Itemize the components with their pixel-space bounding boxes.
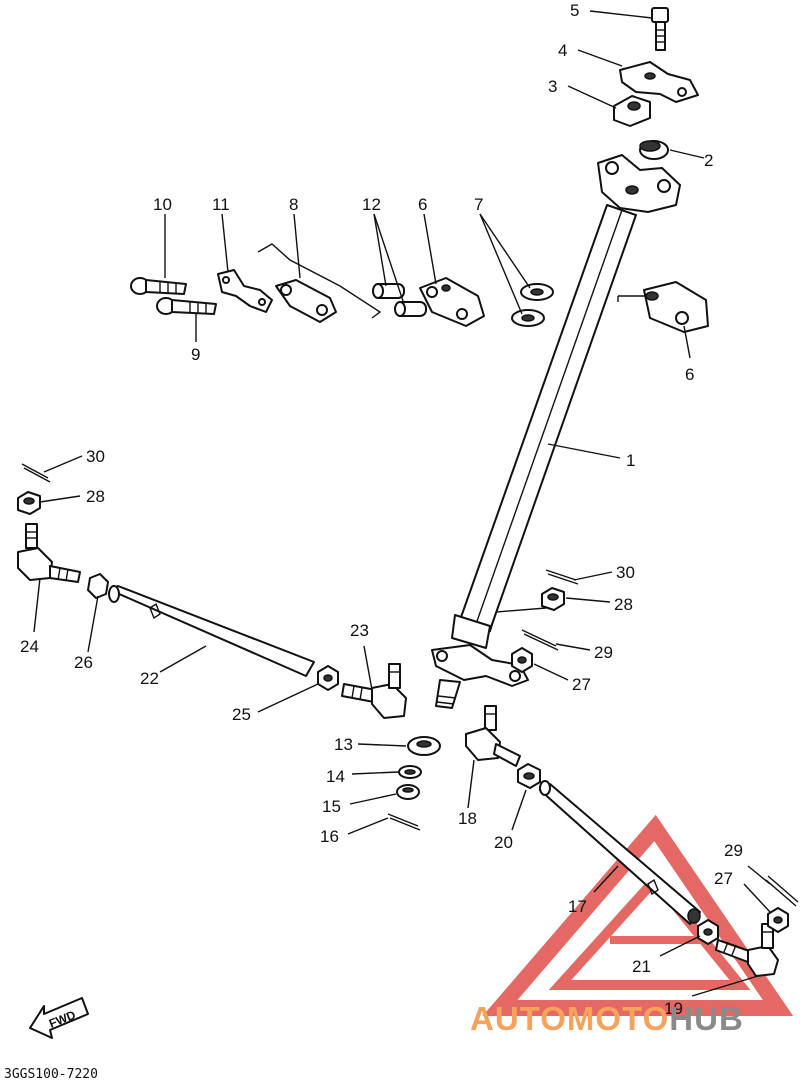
callout-10: 10 <box>153 195 172 214</box>
nut-28-left <box>17 491 41 515</box>
nut-28-right <box>541 587 565 611</box>
callout-3: 3 <box>548 77 557 96</box>
nut-27-center <box>511 647 533 673</box>
fwd-arrow-icon: FWD <box>29 997 89 1039</box>
watermark-part2: HUB <box>669 1000 744 1037</box>
bolt-9 <box>156 297 217 315</box>
holder-6-left <box>419 277 485 327</box>
tie-rod-17 <box>539 780 701 925</box>
cotter-pin-30-left <box>21 463 51 483</box>
callout-14: 14 <box>326 767 345 786</box>
nut-27-right <box>767 907 789 933</box>
callout-12: 12 <box>362 195 381 214</box>
cap-2 <box>639 140 669 160</box>
steering-shaft <box>431 154 681 709</box>
tie-rod-end-24 <box>17 523 81 583</box>
cotter-pin-29-right <box>765 875 799 907</box>
tie-rod-end-18 <box>465 705 521 767</box>
callout-13: 13 <box>334 735 353 754</box>
watermark-text: AUTOMOTOHUB <box>470 1000 744 1037</box>
callout-16: 16 <box>320 827 339 846</box>
callout-21: 21 <box>632 957 651 976</box>
callout-8: 8 <box>289 195 298 214</box>
callout-29-center: 29 <box>594 643 613 662</box>
bolt-5 <box>651 7 669 51</box>
tie-rod-end-23 <box>341 663 407 719</box>
callout-27-center: 27 <box>572 675 591 694</box>
cotter-pin-30-right <box>545 569 579 585</box>
callout-5: 5 <box>570 1 579 20</box>
callout-26: 26 <box>74 653 93 672</box>
nut-15 <box>396 784 420 800</box>
callout-19: 19 <box>664 999 683 1018</box>
callout-22: 22 <box>140 669 159 688</box>
callout-9: 9 <box>191 345 200 364</box>
callout-17: 17 <box>568 897 587 916</box>
collars-12 <box>372 283 427 317</box>
callout-30-right: 30 <box>616 563 635 582</box>
callout-4: 4 <box>558 41 567 60</box>
callout-6-right: 6 <box>685 365 694 384</box>
washer-13 <box>407 736 441 756</box>
washer-14 <box>398 765 422 779</box>
diagram-code: 3GGS100-7220 <box>4 1067 98 1081</box>
plate-11 <box>217 269 273 313</box>
cotter-pin-16 <box>387 813 421 831</box>
callout-labels: 5 4 3 2 10 11 8 12 6 7 9 6 1 30 28 24 26… <box>20 1 743 1018</box>
callout-29-right: 29 <box>724 841 743 860</box>
callout-28-right: 28 <box>614 595 633 614</box>
nut-25 <box>317 665 339 691</box>
tie-rod-end-19 <box>715 923 779 977</box>
watermark-part1: AUTOMOTO <box>470 1000 669 1037</box>
nut-26 <box>87 573 109 599</box>
callout-24: 24 <box>20 637 39 656</box>
bolt-10 <box>130 277 187 295</box>
callout-6-top: 6 <box>418 195 427 214</box>
nut-20 <box>517 763 541 789</box>
cotter-pin-29-center <box>521 629 559 651</box>
callout-18: 18 <box>458 809 477 828</box>
callout-27-right: 27 <box>714 869 733 888</box>
callout-1: 1 <box>626 451 635 470</box>
holder-6-right <box>643 281 709 333</box>
callout-2: 2 <box>704 151 713 170</box>
callout-15: 15 <box>322 797 341 816</box>
leader-lines <box>33 10 771 997</box>
callout-28-left: 28 <box>86 487 105 506</box>
callout-11: 11 <box>212 195 230 214</box>
nut-21 <box>697 919 719 945</box>
callout-30-left: 30 <box>86 447 105 466</box>
callout-23: 23 <box>350 621 369 640</box>
washers-7 <box>511 283 554 327</box>
clamp-3 <box>613 95 651 127</box>
callout-7: 7 <box>474 195 483 214</box>
callout-20: 20 <box>494 833 513 852</box>
lock-plate-4 <box>619 61 699 103</box>
callout-25: 25 <box>232 705 251 724</box>
bracket-8 <box>257 243 382 323</box>
tie-rod-22 <box>108 585 315 677</box>
